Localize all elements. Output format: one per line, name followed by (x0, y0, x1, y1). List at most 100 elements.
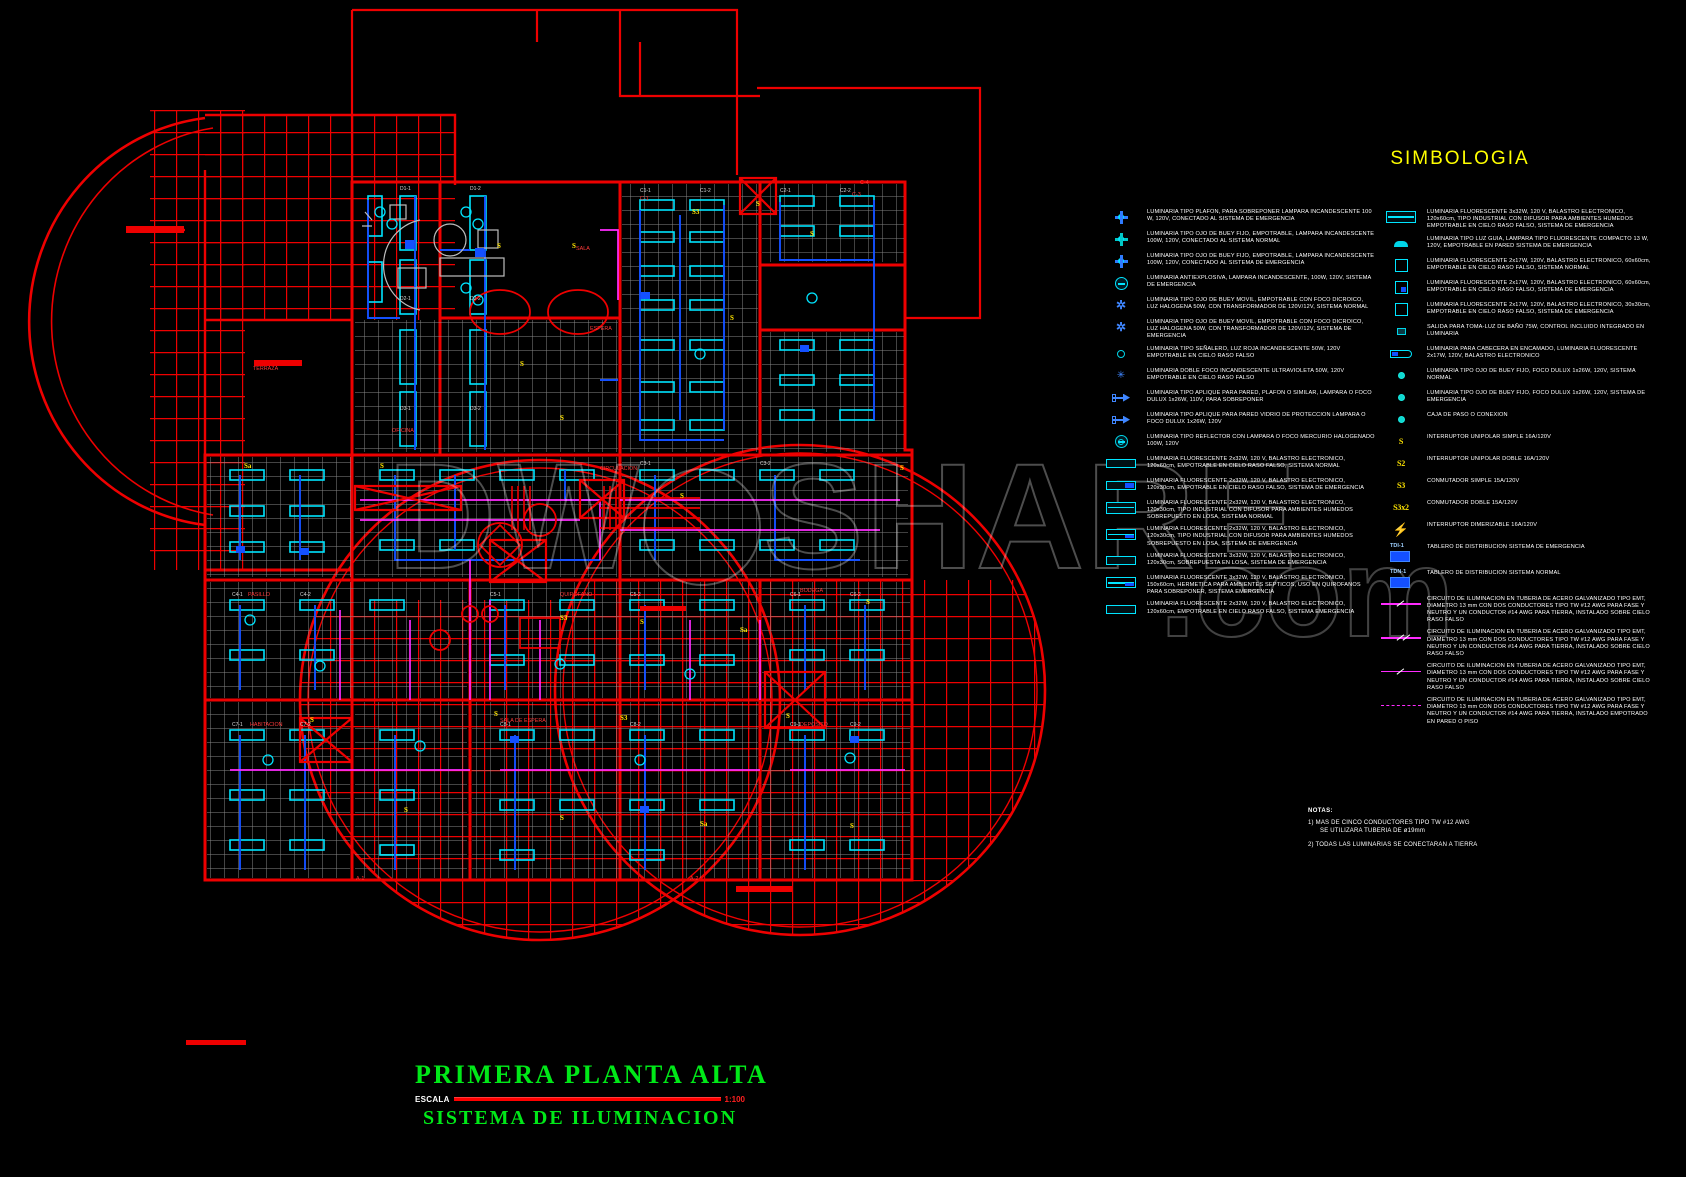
svg-text:DEPOSITO: DEPOSITO (800, 722, 828, 728)
legend-item-text: INTERRUPTOR DIMERIZABLE 16A/120V (1427, 521, 1538, 528)
legend-item-text: LUMINARIA TIPO REFLECTOR CON LAMPARA O F… (1147, 433, 1375, 447)
legend-item-text: CIRCUITO DE ILUMINACION EN TUBERIA DE AC… (1427, 663, 1650, 691)
legend-item[interactable]: CIRCUITO DE ILUMINACION EN TUBERIA DE AC… (1375, 595, 1655, 625)
svg-text:C9-1: C9-1 (790, 722, 801, 728)
svg-text:C1-1: C1-1 (640, 188, 651, 194)
legend-item-text: LUMINARIA FLUORESCENTE 2x17W, 120V, BALA… (1427, 301, 1651, 315)
legend-item-text: LUMINARIA FLUORESCENTE 2x17W, 120V, BALA… (1427, 257, 1651, 271)
interruptor-dimerizable-icon: ⚡ (1392, 521, 1410, 537)
legend-item[interactable]: LUMINARIA TIPO APLIQUE PARA PARED VIDRIO… (1095, 411, 1375, 429)
legend-item-text: LUMINARIA TIPO PLAFON, PARA SOBREPONER L… (1147, 209, 1372, 223)
legend-item[interactable]: S3 CONMUTADOR SIMPLE 15A/120V (1375, 477, 1655, 495)
legend-item[interactable]: LUMINARIA TIPO PLAFON, PARA SOBREPONER L… (1095, 208, 1375, 226)
legend-item[interactable]: LUMINARIA FLUORESCENTE 3x32W, 120 V, BAL… (1095, 574, 1375, 597)
legend-item[interactable]: LUMINARIA FLUORESCENTE 3x32W, 120 V, BAL… (1375, 208, 1655, 231)
legend-item-text: LUMINARIA PARA CABECERA EN ENCAMADO, LUM… (1427, 345, 1638, 359)
note-text: MAS DE CINCO CONDUCTORES TIPO TW #12 AWG (1315, 820, 1470, 826)
reflector-mercurio-icon (1095, 433, 1147, 449)
aplique-pared-plafon-icon (1095, 389, 1147, 405)
legend-item-text: LUMINARIA TIPO OJO DE BUEY MOVIL, EMPOTR… (1147, 297, 1369, 311)
antiexplosiva-icon (1095, 274, 1147, 290)
svg-text:C5-1: C5-1 (490, 592, 501, 598)
legend-item-text: LUMINARIA FLUORESCENTE 2x32W, 120 V, BAL… (1147, 526, 1353, 547)
fluor-2x17-ciego-icon (1375, 301, 1427, 317)
legend-item-text: INTERRUPTOR UNIPOLAR SIMPLE 16A/120V (1427, 433, 1552, 440)
svg-text:S: S (380, 462, 384, 470)
svg-text:Sa: Sa (740, 626, 748, 634)
svg-text:S: S (497, 242, 501, 250)
doble-foco-ultravioleta-icon: ✳ (1116, 369, 1126, 381)
svg-text:D2-1: D2-1 (400, 296, 411, 302)
legend-item[interactable]: ✲ LUMINARIA TIPO OJO DE BUEY MOVIL, EMPO… (1095, 318, 1375, 341)
legend-item[interactable]: ✳ LUMINARIA DOBLE FOCO INCANDESCENTE ULT… (1095, 367, 1375, 385)
legend-item-text: TABLERO DE DISTRIBUCION SISTEMA DE EMERG… (1427, 543, 1585, 550)
svg-text:D1-2: D1-2 (470, 186, 481, 192)
plan-furniture (429, 289, 609, 651)
legend-item[interactable]: LUMINARIA FLUORESCENTE 2x32W, 120 V, BAL… (1095, 525, 1375, 548)
svg-text:SALA DE ESPERA: SALA DE ESPERA (500, 718, 546, 724)
legend-item[interactable]: CAJA DE PASO O CONEXION (1375, 411, 1655, 429)
svg-text:BODEGA: BODEGA (800, 588, 823, 594)
legend-item[interactable]: LUMINARIA TIPO OJO DE BUEY FIJO, FOCO DU… (1375, 389, 1655, 407)
legend-item[interactable]: CIRCUITO DE ILUMINACION EN TUBERIA DE AC… (1375, 696, 1655, 726)
legend-item[interactable]: LUMINARIA ANTIEXPLOSIVA, LAMPARA INCANDE… (1095, 274, 1375, 292)
legend-item[interactable]: CIRCUITO DE ILUMINACION EN TUBERIA DE AC… (1375, 662, 1655, 692)
svg-text:Sa: Sa (700, 820, 708, 828)
tablero-emergencia-icon: TDI-1 (1375, 543, 1427, 562)
legend-item[interactable]: LUMINARIA FLUORESCENTE 2x32W, 120 V, BAL… (1095, 455, 1375, 473)
svg-text:OFICINA: OFICINA (392, 428, 414, 434)
fluor-2x32-empotrable-emergencia-icon (1095, 600, 1147, 616)
legend-item[interactable]: LUMINARIA TIPO OJO DE BUEY FIJO, EMPOTRA… (1095, 230, 1375, 248)
circuit-runs-normal (239, 196, 875, 870)
legend-item[interactable]: LUMINARIA FLUORESCENTE 2x17W, 120V, BALA… (1375, 301, 1655, 319)
legend-item[interactable]: ⚡ INTERRUPTOR DIMERIZABLE 16A/120V (1375, 521, 1655, 539)
panel-label-normal: TDN-1 (1390, 568, 1407, 575)
legend-item-text: LUMINARIA FLUORESCENTE 2x32W, 120 V, BAL… (1147, 499, 1353, 521)
svg-text:CIRCULACION: CIRCULACION (600, 466, 637, 472)
legend-item[interactable]: LUMINARIA FLUORESCENTE 2x17W, 120V, BALA… (1375, 279, 1655, 297)
legend-item[interactable]: TDI-1 TABLERO DE DISTRIBUCION SISTEMA DE… (1375, 543, 1655, 565)
svg-text:D3-1: D3-1 (400, 406, 411, 412)
legend-item[interactable]: LUMINARIA TIPO OJO DE BUEY FIJO, EMPOTRA… (1095, 252, 1375, 270)
legend-item[interactable]: LUMINARIA TIPO SEÑALERO, LUZ ROJA INCAND… (1095, 345, 1375, 363)
note-number: 1) (1308, 820, 1314, 826)
svg-text:ESPERA: ESPERA (590, 326, 612, 332)
svg-text:S: S (756, 200, 760, 208)
legend-item[interactable]: ✲ LUMINARIA TIPO OJO DE BUEY MOVIL, EMPO… (1095, 296, 1375, 314)
ojo-buey-movil-normal-icon: ✲ (1115, 298, 1127, 312)
legend-item[interactable]: S2 INTERRUPTOR UNIPOLAR DOBLE 16A/120V (1375, 455, 1655, 473)
legend-item[interactable]: S INTERRUPTOR UNIPOLAR SIMPLE 16A/120V (1375, 433, 1655, 451)
ojo-buey-dulux-normal-icon (1375, 367, 1427, 383)
legend-column-right: LUMINARIA FLUORESCENTE 3x32W, 120 V, BAL… (1375, 208, 1655, 730)
cabecera-encamado-icon (1375, 345, 1427, 361)
legend-item[interactable]: LUMINARIA FLUORESCENTE 2x32W, 120 V, BAL… (1095, 499, 1375, 522)
legend-item[interactable]: LUMINARIA TIPO LUZ GUIA, LAMPARA TIPO FL… (1375, 235, 1655, 253)
legend-item[interactable]: LUMINARIA FLUORESCENTE 2x32W, 120 V, BAL… (1095, 600, 1375, 618)
legend-item[interactable]: S3x2 CONMUTADOR DOBLE 15A/120V (1375, 499, 1655, 517)
circuito-pared-piso-icon (1375, 696, 1427, 712)
luz-guia-compacto-icon (1375, 235, 1427, 251)
legend-item[interactable]: LUMINARIA TIPO OJO DE BUEY FIJO, FOCO DU… (1375, 367, 1655, 385)
legend-item-text: LUMINARIA FLUORESCENTE 3x32W, 120 V, BAL… (1147, 552, 1346, 567)
svg-text:C2-2: C2-2 (840, 188, 851, 194)
svg-text:S: S (572, 242, 576, 250)
legend-item-text: CIRCUITO DE ILUMINACION EN TUBERIA DE AC… (1427, 595, 1650, 624)
legend-item[interactable]: CIRCUITO DE ILUMINACION EN TUBERIA DE AC… (1375, 628, 1655, 658)
svg-text:TERRAZA: TERRAZA (253, 366, 279, 372)
note-item: 2) TODAS LAS LUMINARIAS SE CONECTARAN A … (1308, 841, 1608, 849)
svg-text:S3: S3 (692, 208, 700, 216)
legend-item-text: LUMINARIA TIPO OJO DE BUEY FIJO, FOCO DU… (1427, 389, 1646, 403)
svg-text:S: S (494, 710, 498, 718)
legend-item[interactable]: TDN-1 TABLERO DE DISTRIBUCION SISTEMA NO… (1375, 569, 1655, 591)
legend-item[interactable]: LUMINARIA TIPO APLIQUE PARA PARED, PLAFO… (1095, 389, 1375, 407)
legend-item[interactable]: LUMINARIA PARA CABECERA EN ENCAMADO, LUM… (1375, 345, 1655, 363)
legend-item[interactable]: LUMINARIA FLUORESCENTE 2x32W, 120 V, BAL… (1095, 477, 1375, 495)
legend-item[interactable]: LUMINARIA FLUORESCENTE 3x32W, 120 V, BAL… (1095, 552, 1375, 570)
legend-item[interactable]: SALIDA PARA TOMA-LUZ DE BAÑO 75W, CONTRO… (1375, 323, 1655, 341)
svg-text:C-4: C-4 (860, 180, 869, 186)
fluor-2x32-normal-icon (1095, 455, 1147, 471)
legend-item[interactable]: LUMINARIA TIPO REFLECTOR CON LAMPARA O F… (1095, 433, 1375, 451)
svg-text:Sa: Sa (244, 462, 252, 470)
legend-item[interactable]: LUMINARIA FLUORESCENTE 2x17W, 120V, BALA… (1375, 257, 1655, 275)
